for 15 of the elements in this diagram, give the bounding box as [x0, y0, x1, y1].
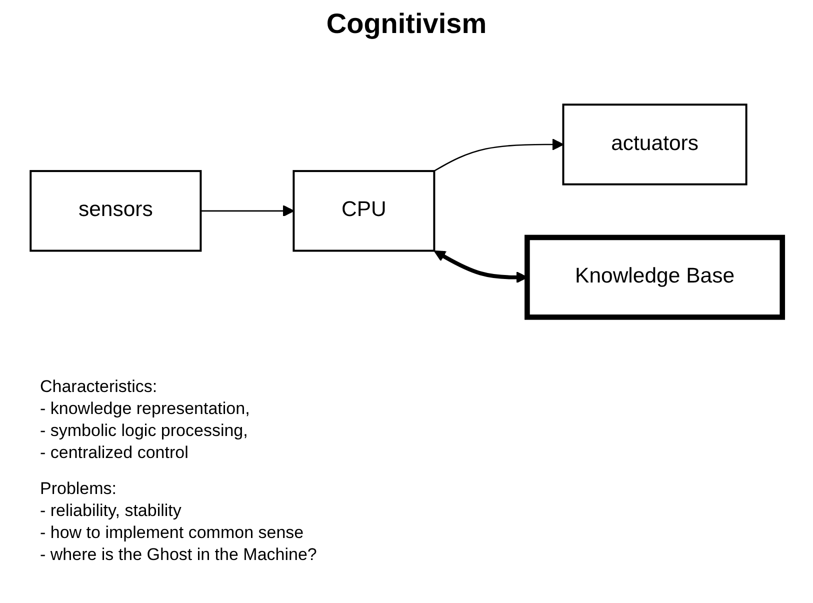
diagram-title: Cognitivism — [325, 8, 488, 40]
note-text: Characteristics: — [40, 376, 158, 398]
node-box: sensors — [30, 170, 202, 252]
note-text: - reliability, stability — [40, 500, 182, 522]
note-text: - knowledge representation, — [40, 398, 251, 420]
note-text: - centralized control — [40, 442, 190, 464]
node-box: CPU — [292, 170, 436, 252]
node-box: Knowledge Base — [524, 234, 786, 320]
note-text: Problems: — [40, 478, 118, 500]
arrow — [200, 205, 294, 217]
note-text: - how to implement common sense — [40, 522, 305, 544]
arrow — [434, 138, 564, 172]
note-text: - symbolic logic processing, — [40, 420, 249, 442]
node-box: actuators — [562, 104, 748, 186]
note-text: - where is the Ghost in the Machine? — [40, 544, 318, 566]
